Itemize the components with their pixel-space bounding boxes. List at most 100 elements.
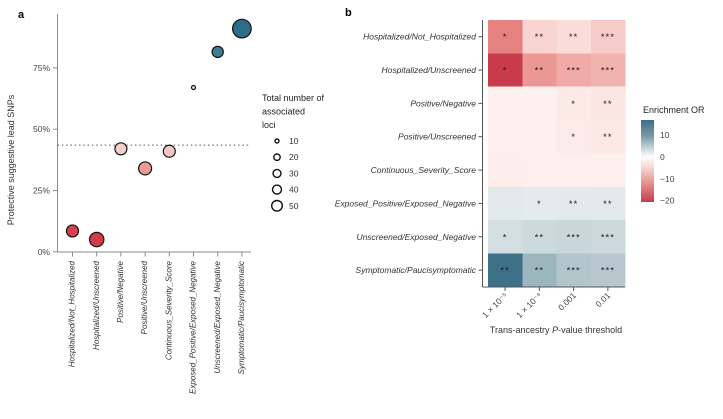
category-label: Symptomatic/Paucisymptomatic	[237, 261, 246, 374]
significance-stars: **	[569, 199, 578, 210]
category-label: Hospitalized/Unscreened	[92, 260, 101, 349]
colorbar-tick-label: −10	[660, 174, 675, 184]
significance-stars: **	[603, 132, 612, 143]
colorbar-ticks: 100−10−20	[660, 130, 675, 206]
heatmap-row-label: Continuous_Severity_Score	[371, 165, 477, 175]
heatmap-cell	[522, 153, 557, 188]
category-label: Positive/Unscreened	[140, 260, 149, 334]
significance-stars: *	[571, 99, 576, 110]
heatmap-row-labels: Hospitalized/Not_HospitalizedHospitalize…	[335, 32, 483, 275]
heatmap-cell	[590, 186, 626, 221]
heatmap-significance: ****************************************…	[500, 32, 615, 277]
category-label: Exposed_Positive/Exposed_Negative	[189, 260, 198, 394]
significance-stars: *	[503, 32, 508, 43]
significance-stars: ***	[601, 32, 615, 43]
y-tick-label: 75%	[33, 63, 50, 73]
heatmap-cell	[522, 86, 557, 121]
significance-stars: ***	[567, 266, 581, 277]
significance-stars: ***	[601, 266, 615, 277]
significance-stars: *	[537, 199, 542, 210]
significance-stars: **	[500, 266, 509, 277]
heatmap-cell	[590, 20, 626, 54]
significance-stars: ***	[567, 232, 581, 243]
heatmap-row-label: Positive/Unscreened	[398, 132, 476, 142]
legend-size-circle	[272, 168, 282, 179]
size-legend-title: Total number of associated loci	[262, 93, 325, 130]
significance-stars: *	[503, 66, 508, 77]
scatter-point	[88, 231, 105, 248]
heatmap-cell	[522, 20, 557, 54]
panel-b-x-axis-title: Trans-ancestry P-value threshold	[490, 325, 622, 335]
colorbar-title: Enrichment OR	[643, 105, 705, 115]
size-legend-title-line: loci	[262, 120, 276, 130]
panel-a-y-ticks: 0%25%50%75%	[33, 63, 58, 257]
heatmap-cell	[590, 53, 626, 88]
heatmap-cell	[522, 186, 557, 221]
heatmap-cell	[556, 253, 592, 288]
heatmap-row-label: Symptomatic/Paucisymptomatic	[356, 265, 477, 275]
heatmap-cell	[522, 120, 557, 154]
significance-stars: **	[603, 199, 612, 210]
scatter-point	[190, 84, 197, 91]
significance-stars: **	[535, 32, 544, 43]
heatmap-cell	[522, 220, 557, 254]
panel-a: a Protective suggestive lead SNPs 0%25%5…	[6, 9, 325, 394]
legend-size-value: 30	[289, 168, 299, 178]
heatmap-row-label: Unscreened/Exposed_Negative	[356, 232, 476, 242]
heatmap-cell	[522, 253, 557, 288]
colorbar-tick-label: 10	[660, 130, 670, 140]
panel-b-label: b	[345, 7, 352, 19]
significance-stars: *	[503, 232, 508, 243]
y-tick-label: 25%	[33, 185, 50, 195]
panel-a-x-ticks	[72, 252, 243, 257]
heatmap-cell	[488, 20, 523, 54]
heatmap-cell	[556, 220, 592, 254]
heatmap-cell	[488, 220, 523, 254]
heatmap-cell	[488, 120, 523, 154]
significance-stars: **	[569, 32, 578, 43]
significance-stars: ***	[567, 66, 581, 77]
heatmap-cell	[556, 186, 592, 221]
legend-size-value: 40	[289, 185, 299, 195]
heatmap-row-label: Hospitalized/Unscreened	[382, 65, 477, 75]
colorbar-gradient	[641, 120, 654, 202]
heatmap-cell	[488, 86, 523, 121]
size-legend-title-line: associated	[262, 107, 305, 117]
colorbar-tick-label: 0	[660, 152, 665, 162]
panel-a-label: a	[18, 9, 25, 21]
heatmap-row-label: Positive/Negative	[410, 98, 476, 108]
heatmap-cell	[556, 86, 592, 121]
heatmap-cell	[590, 253, 626, 288]
y-tick-label: 50%	[33, 124, 50, 134]
heatmap-cell	[556, 20, 592, 54]
heatmap-cells	[488, 20, 626, 288]
scatter-point	[211, 45, 224, 59]
heatmap-row-label: Exposed_Positive/Exposed_Negative	[335, 198, 477, 208]
panel-b: b **************************************…	[335, 7, 705, 335]
legend-size-value: 50	[289, 201, 299, 211]
scatter-point	[138, 161, 153, 176]
heatmap-column-label: 1 × 10⁻⁴	[514, 290, 544, 320]
heatmap-column-label: 0.01	[594, 290, 613, 309]
significance-stars: **	[603, 99, 612, 110]
legend-size-circle	[271, 184, 283, 195]
heatmap-cell	[488, 53, 523, 88]
heatmap-cell	[488, 253, 523, 288]
category-label: Unscreened/Exposed_Negative	[213, 260, 222, 373]
heatmap-row-label: Hospitalized/Not_Hospitalized	[363, 32, 476, 42]
heatmap-cell	[556, 120, 592, 154]
heatmap-cell	[488, 153, 523, 188]
heatmap-cell	[522, 53, 557, 88]
heatmap-column-label: 0.001	[556, 290, 578, 312]
legend-size-value: 20	[289, 152, 299, 162]
scatter-point	[65, 224, 80, 238]
significance-stars: *	[571, 132, 576, 143]
size-legend-title-line: Total number of	[262, 93, 325, 103]
legend-size-circle	[274, 138, 280, 144]
panel-a-y-axis-title: Protective suggestive lead SNPs	[6, 94, 16, 225]
heatmap-cell	[590, 153, 626, 188]
